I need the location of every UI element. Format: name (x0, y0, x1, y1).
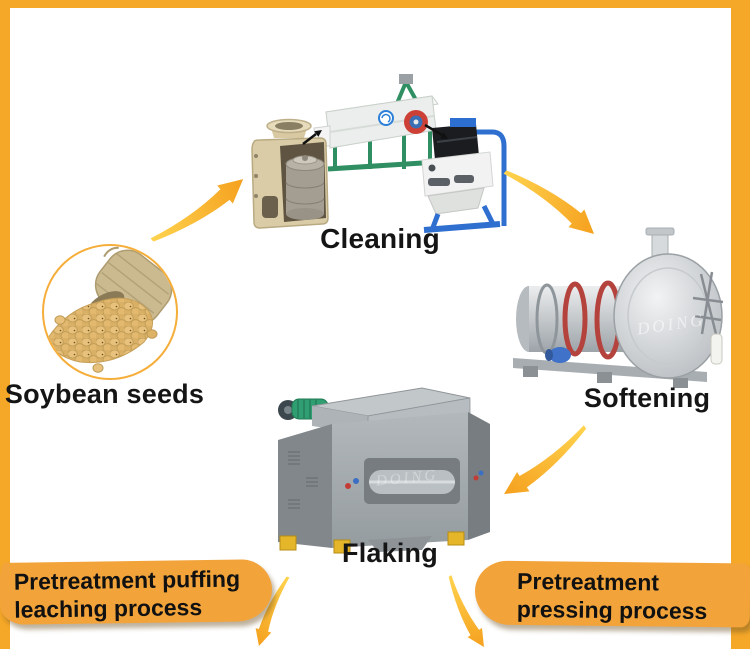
banner-line: Pretreatment (516, 568, 660, 596)
step-arrow-icon (424, 123, 448, 139)
softening-drum-machine: DOING (513, 227, 724, 388)
softening-machine-image: DOING (513, 227, 724, 388)
banner-line: pressing process (516, 596, 708, 625)
stage-label-softening: Softening (583, 383, 711, 413)
stage-label-soybean-seeds: Soybean seeds (4, 379, 205, 409)
frame-border-right (731, 0, 750, 649)
stage-label-cleaning: Cleaning (320, 223, 440, 254)
brand-swirl-icon (378, 110, 394, 126)
flow-arrow-soybean-to-cleaning (141, 175, 253, 243)
banner-line: Pretreatment puffing (13, 565, 241, 595)
soybean-pile (47, 297, 153, 364)
drum-sieve-machine (251, 118, 329, 229)
vibrating-sieve-machine (313, 74, 439, 172)
flaking-machine-image: DOING (278, 387, 490, 554)
banner-pressing-process: Pretreatment pressing process (474, 560, 750, 628)
brand-watermark: DOING (374, 467, 439, 490)
frame-border-top (0, 0, 750, 8)
soybean-seeds-image (42, 244, 178, 380)
cleaning-machines-image (251, 74, 507, 233)
step-arrow-icon (302, 130, 322, 145)
flaking-roll-machine: DOING (278, 387, 490, 554)
banner-line: leaching process (14, 594, 203, 623)
stage-label-flaking: Flaking (342, 538, 438, 568)
chimney (645, 227, 675, 236)
destoner-machine (421, 118, 507, 233)
frame-border-left (0, 0, 10, 649)
banner-puffing-leaching-process: Pretreatment puffing leaching process (0, 559, 273, 625)
